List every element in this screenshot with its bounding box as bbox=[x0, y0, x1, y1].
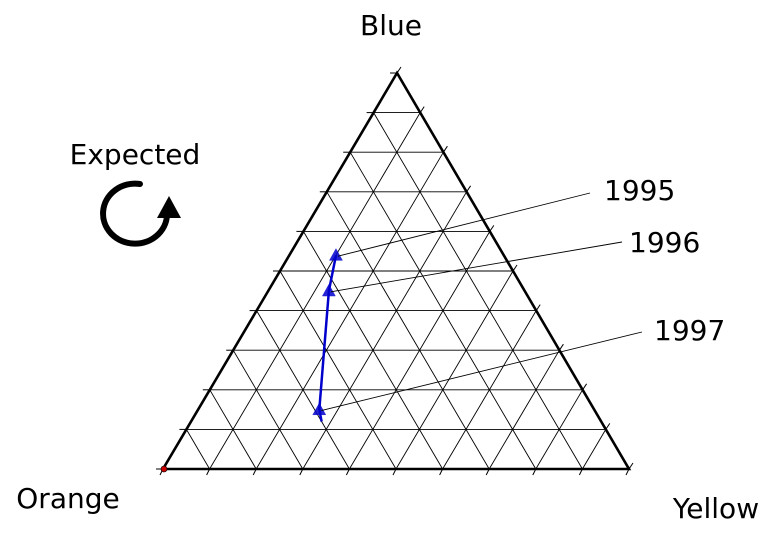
ternary-series bbox=[312, 192, 643, 422]
ternary-grid bbox=[186, 112, 607, 470]
grid-line-orange bbox=[256, 310, 350, 470]
grid-line-orange bbox=[279, 270, 397, 470]
ternary-ticks bbox=[156, 66, 634, 476]
corner-label-right: Yellow bbox=[672, 492, 759, 525]
vertex-marker bbox=[160, 465, 168, 473]
leader-line bbox=[330, 241, 623, 293]
triangle-frame bbox=[160, 70, 632, 471]
series-marker bbox=[329, 248, 343, 261]
grid-line-orange bbox=[232, 349, 304, 470]
grid-line-orange bbox=[186, 429, 210, 470]
series-marker bbox=[321, 283, 336, 297]
grid-line-yellow bbox=[302, 191, 467, 470]
point-label: 1995 bbox=[604, 174, 675, 207]
grid-line-yellow bbox=[488, 349, 560, 470]
grid-line-orange bbox=[209, 389, 257, 470]
clockwise-arrow-icon bbox=[100, 180, 181, 247]
grid-line-orange bbox=[326, 191, 490, 470]
grid-line-yellow bbox=[209, 112, 421, 470]
series-marker bbox=[312, 402, 327, 416]
series-line bbox=[318, 254, 338, 422]
grid-line-orange bbox=[373, 112, 583, 470]
point-label: 1997 bbox=[654, 314, 725, 347]
ternary-labels: Blue Orange Yellow 1995 1996 1997 bbox=[16, 9, 759, 525]
grid-line-yellow bbox=[395, 270, 514, 470]
corner-label-left: Orange bbox=[16, 482, 119, 515]
point-label: 1996 bbox=[629, 226, 700, 259]
legend: Expected bbox=[70, 138, 201, 247]
grid-line-yellow bbox=[535, 389, 583, 470]
grid-line-yellow bbox=[442, 310, 537, 470]
legend-label: Expected bbox=[70, 138, 201, 171]
leader-line bbox=[337, 192, 591, 257]
grid-line-yellow bbox=[582, 429, 607, 470]
ternary-frame bbox=[160, 70, 632, 473]
leader-line bbox=[321, 331, 643, 412]
corner-label-top: Blue bbox=[360, 9, 422, 42]
